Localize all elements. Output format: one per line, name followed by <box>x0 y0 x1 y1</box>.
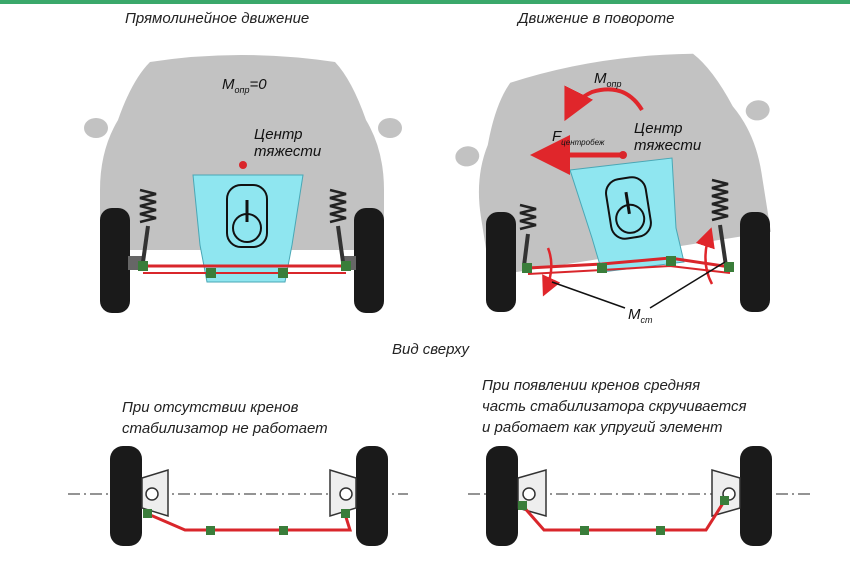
car-straight <box>84 55 402 313</box>
caption-no-roll-line1: При отсутствии кренов <box>122 399 299 416</box>
bar-mount <box>138 261 148 271</box>
right-spring-turning <box>711 178 729 222</box>
moment-label-straight: Mопр=0 <box>222 76 267 95</box>
left-tire <box>100 208 130 313</box>
right-wheel <box>740 446 772 546</box>
bar-mount <box>341 261 351 271</box>
stabilizer-moment-label: Mст <box>628 306 653 325</box>
center-of-gravity-dot-straight <box>239 161 247 169</box>
right-stabilizer-moment-arrow <box>695 227 715 285</box>
caption-turn-motion: Движение в повороте <box>518 10 675 27</box>
left-spring-turning <box>519 203 537 231</box>
center-gravity-label-straight-line1: Центр <box>254 126 303 143</box>
left-spring <box>139 188 157 224</box>
center-gravity-label-turning-line1: Центр <box>634 120 683 137</box>
top-accent-bar <box>0 0 850 4</box>
caption-roll-line1: При появлении кренов средняя <box>482 377 701 394</box>
left-tire-turning <box>486 212 516 312</box>
caption-roll-line2: часть стабилизатора скручивается <box>482 398 747 415</box>
right-wheel <box>356 446 388 546</box>
left-stabilizer-moment-arrow <box>542 247 561 297</box>
car-body-straight <box>100 55 384 250</box>
caption-straight-motion: Прямолинейное движение <box>125 10 310 27</box>
right-tire-turning <box>740 212 770 312</box>
right-mirror <box>378 118 402 138</box>
engine-block-straight <box>192 174 304 283</box>
center-gravity-label-straight-line2: тяжести <box>254 143 322 160</box>
car-turning <box>455 53 771 312</box>
bar-mount <box>278 268 288 278</box>
stabilizer-bar-top-roll <box>520 499 727 532</box>
right-spring <box>329 188 347 224</box>
body-moment-arrow <box>564 85 644 122</box>
top-view-roll <box>468 446 810 546</box>
right-tire <box>354 208 384 313</box>
moment-label-turning: Mопр <box>594 70 622 89</box>
center-of-gravity-dot-turning <box>619 151 627 159</box>
top-view-no-roll <box>68 446 408 546</box>
stabilizer-bar-top-no-roll <box>147 512 353 532</box>
left-mirror <box>84 118 108 138</box>
bar-mount <box>206 268 216 278</box>
center-gravity-label-turning-line2: тяжести <box>634 137 702 154</box>
left-wheel <box>486 446 518 546</box>
caption-roll-line3: и работает как упругий элемент <box>482 419 723 436</box>
caption-no-roll-line2: стабилизатор не работает <box>122 420 328 437</box>
left-wheel <box>110 446 142 546</box>
engine-block-turning <box>569 157 685 273</box>
caption-top-view: Вид сверху <box>392 341 469 358</box>
centrifugal-force-label: Fцентробеж <box>552 128 605 147</box>
stabilizer-bar-turning <box>527 256 731 270</box>
